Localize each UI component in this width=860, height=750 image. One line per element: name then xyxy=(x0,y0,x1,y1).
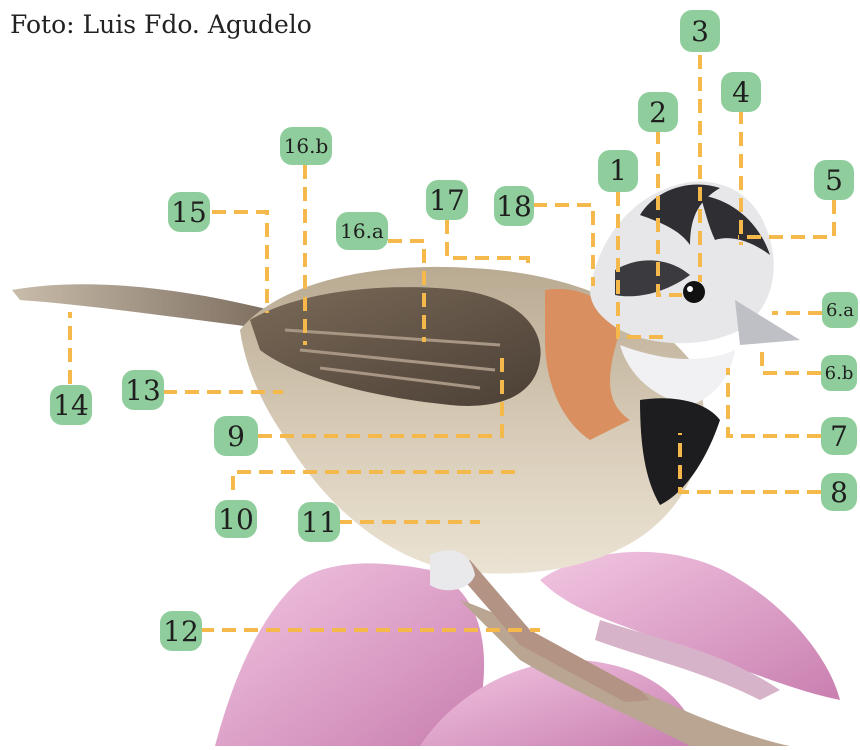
label-1: 1 xyxy=(598,150,638,192)
svg-text:1: 1 xyxy=(609,154,627,187)
svg-text:14: 14 xyxy=(53,389,89,422)
svg-text:13: 13 xyxy=(125,374,161,407)
svg-text:15: 15 xyxy=(171,196,207,229)
label-12: 12 xyxy=(160,611,202,651)
label-9: 9 xyxy=(214,416,258,456)
svg-text:7: 7 xyxy=(830,420,848,453)
svg-text:6.a: 6.a xyxy=(826,300,854,321)
label-4: 4 xyxy=(721,72,761,112)
label-5: 5 xyxy=(814,160,854,200)
leader-line-7 xyxy=(728,368,821,436)
label-16a: 16.a xyxy=(336,212,388,250)
svg-text:3: 3 xyxy=(691,15,709,48)
label-13: 13 xyxy=(122,370,164,410)
photo-credit: Foto: Luis Fdo. Agudelo xyxy=(10,10,312,39)
svg-text:9: 9 xyxy=(227,420,245,453)
svg-text:8: 8 xyxy=(830,476,848,509)
label-7: 7 xyxy=(821,417,857,455)
label-8: 8 xyxy=(821,473,857,511)
svg-text:16.a: 16.a xyxy=(340,219,384,243)
svg-text:4: 4 xyxy=(732,76,750,109)
svg-text:11: 11 xyxy=(301,506,337,539)
svg-text:10: 10 xyxy=(218,503,254,536)
label-14: 14 xyxy=(50,385,92,425)
svg-text:12: 12 xyxy=(163,615,199,648)
label-15: 15 xyxy=(168,192,210,232)
label-17: 17 xyxy=(426,180,468,220)
label-3: 3 xyxy=(680,10,720,52)
svg-text:5: 5 xyxy=(825,164,843,197)
label-16b: 16.b xyxy=(280,127,332,165)
label-6a: 6.a xyxy=(822,292,858,328)
leader-line-18 xyxy=(533,205,593,286)
label-2: 2 xyxy=(638,92,678,132)
label-10: 10 xyxy=(215,500,257,538)
svg-text:16.b: 16.b xyxy=(284,134,329,158)
svg-text:2: 2 xyxy=(649,96,667,129)
leader-line-6b xyxy=(762,350,821,373)
leader-line-15 xyxy=(212,212,267,313)
svg-text:18: 18 xyxy=(496,190,532,223)
label-11: 11 xyxy=(298,502,340,542)
svg-text:6.b: 6.b xyxy=(825,363,854,384)
label-6b: 6.b xyxy=(821,355,857,391)
svg-text:17: 17 xyxy=(429,184,465,217)
leader-line-17 xyxy=(447,220,528,271)
label-18: 18 xyxy=(494,186,534,226)
